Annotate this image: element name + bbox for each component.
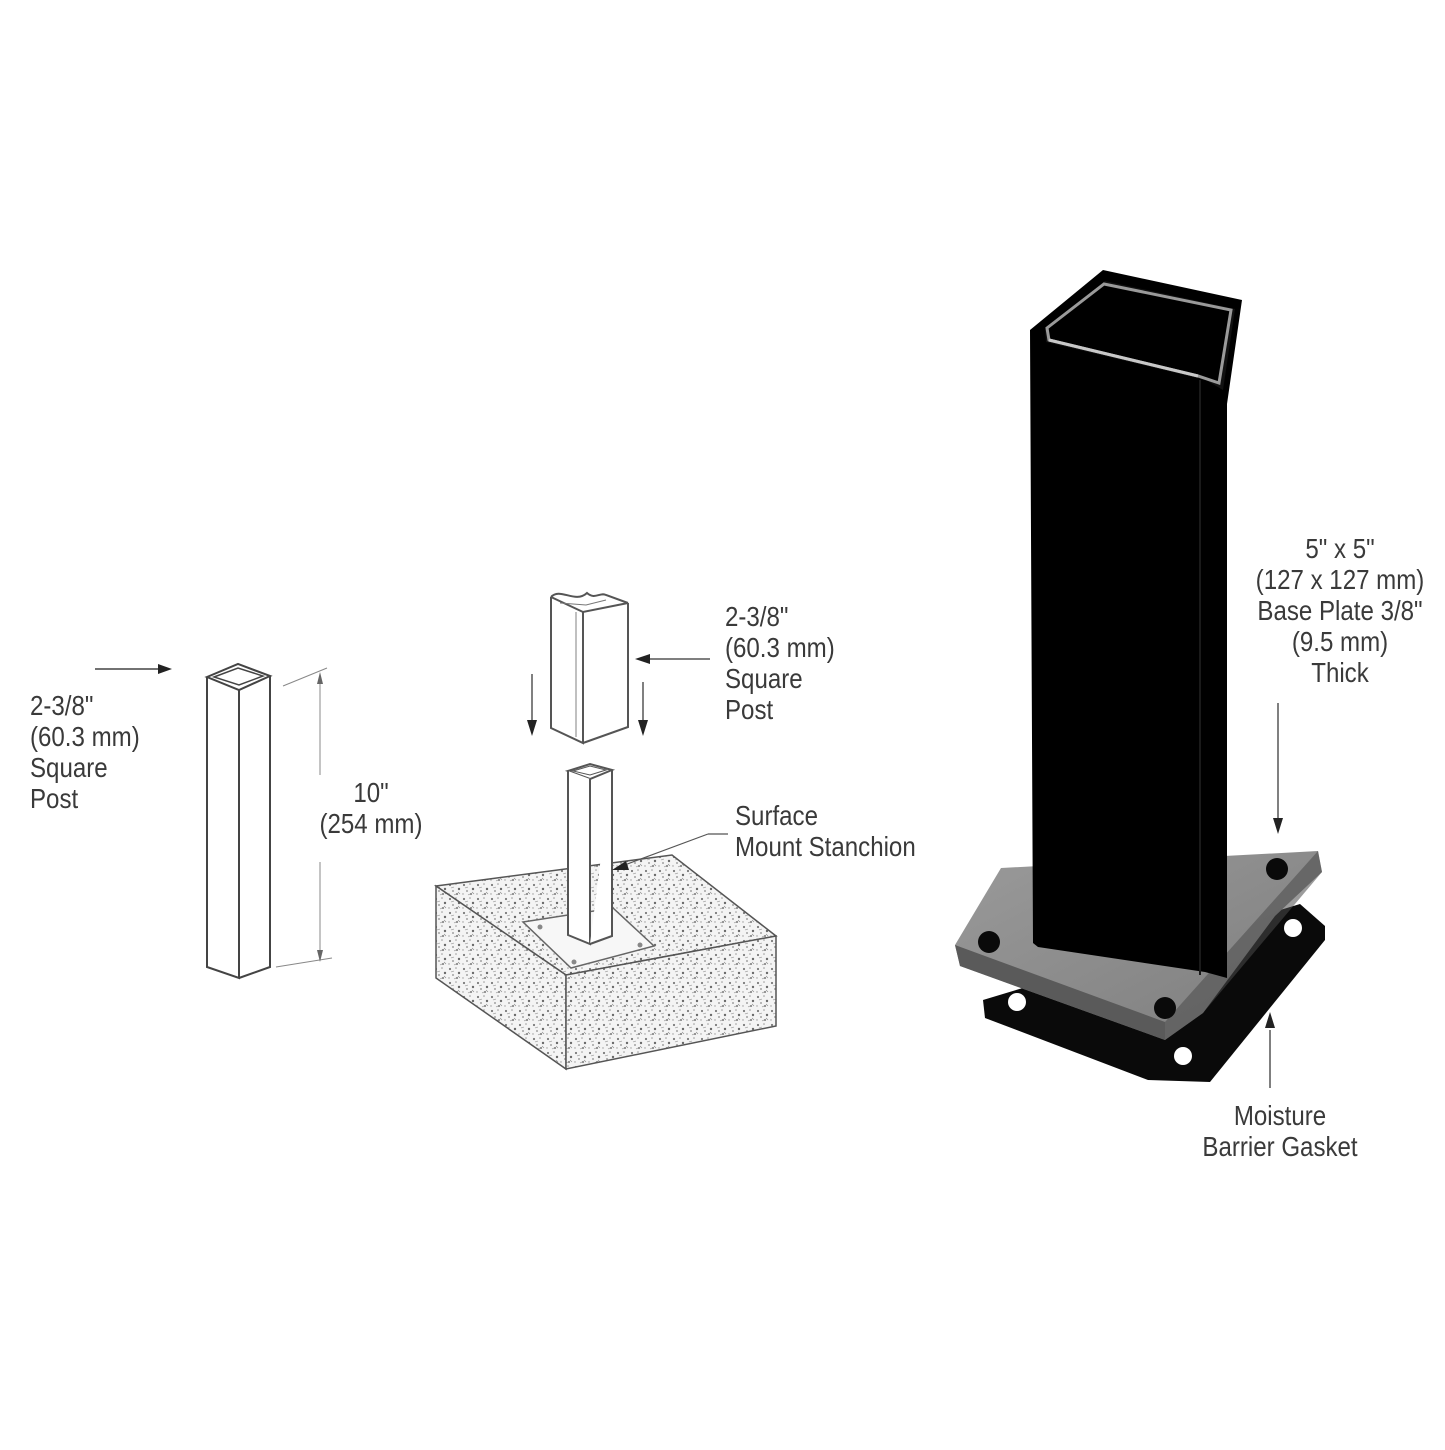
stanchion-leader — [612, 833, 728, 870]
left-post-metric: (60.3 mm) — [30, 721, 140, 752]
gasket-line2: Barrier Gasket — [1202, 1131, 1358, 1162]
height-dimension — [275, 667, 333, 968]
base-plate-label: 5" x 5" (127 x 127 mm) Base Plate 3/8" (… — [1254, 533, 1426, 688]
middle-post-size: 2-3/8" — [725, 601, 789, 632]
black-square-post — [1030, 270, 1242, 978]
stanchion-label: Surface Mount Stanchion — [735, 800, 916, 862]
left-post-line3: Square — [30, 752, 108, 783]
left-square-post — [204, 662, 273, 980]
left-post-arrow — [95, 664, 172, 674]
base-plate-line2: (127 x 127 mm) — [1255, 564, 1425, 595]
base-plate-line1: 5" x 5" — [1305, 533, 1375, 564]
height-label: 10" (254 mm) — [307, 777, 436, 839]
height-metric: (254 mm) — [319, 808, 423, 839]
middle-post-arrow — [635, 654, 710, 664]
stanchion-line2: Mount Stanchion — [735, 831, 916, 862]
gasket-line1: Moisture — [1233, 1100, 1327, 1131]
stanchion-line1: Surface — [735, 800, 818, 831]
middle-post-label: 2-3/8" (60.3 mm) Square Post — [725, 601, 835, 725]
gasket-arrow — [1265, 1012, 1275, 1088]
left-post-size: 2-3/8" — [30, 690, 94, 721]
drop-arrow-left — [527, 674, 537, 736]
drop-arrow-right — [638, 682, 648, 736]
middle-post-line3: Square — [725, 663, 803, 694]
middle-square-post — [550, 591, 629, 745]
base-plate-line5: Thick — [1311, 657, 1369, 688]
gasket-label: Moisture Barrier Gasket — [1194, 1100, 1366, 1162]
height-imperial: 10" — [353, 777, 389, 808]
base-plate-arrow — [1273, 703, 1283, 834]
middle-post-metric: (60.3 mm) — [725, 632, 835, 663]
base-plate-line3: Base Plate 3/8" — [1257, 595, 1423, 626]
middle-post-line4: Post — [725, 694, 774, 725]
base-plate-line4: (9.5 mm) — [1291, 626, 1389, 657]
left-post-label: 2-3/8" (60.3 mm) Square Post — [30, 690, 140, 814]
surface-mount-stanchion — [564, 762, 616, 946]
left-post-line4: Post — [30, 783, 79, 814]
